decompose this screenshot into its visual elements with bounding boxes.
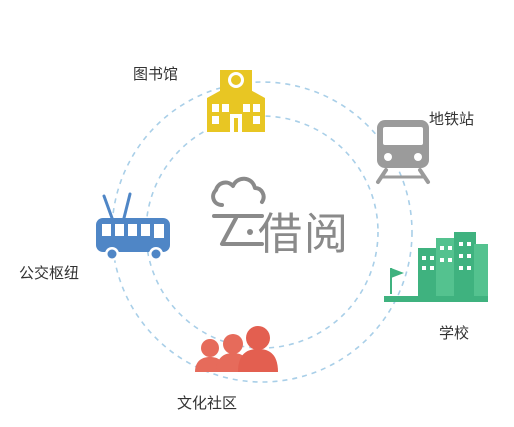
label-school: 学校 — [439, 324, 470, 342]
cloud-icon — [211, 176, 266, 246]
label-community: 文化社区 — [177, 394, 238, 412]
people-group-icon — [195, 326, 278, 372]
school-buildings-icon — [384, 232, 488, 302]
label-subway: 地铁站 — [429, 110, 475, 128]
library-building-icon — [207, 70, 265, 132]
label-library: 图书馆 — [133, 65, 179, 83]
trolley-bus-icon — [96, 192, 170, 261]
label-bus-hub: 公交枢纽 — [19, 264, 80, 282]
center-brand-text: 借阅 — [258, 209, 350, 260]
subway-train-icon — [376, 120, 430, 184]
